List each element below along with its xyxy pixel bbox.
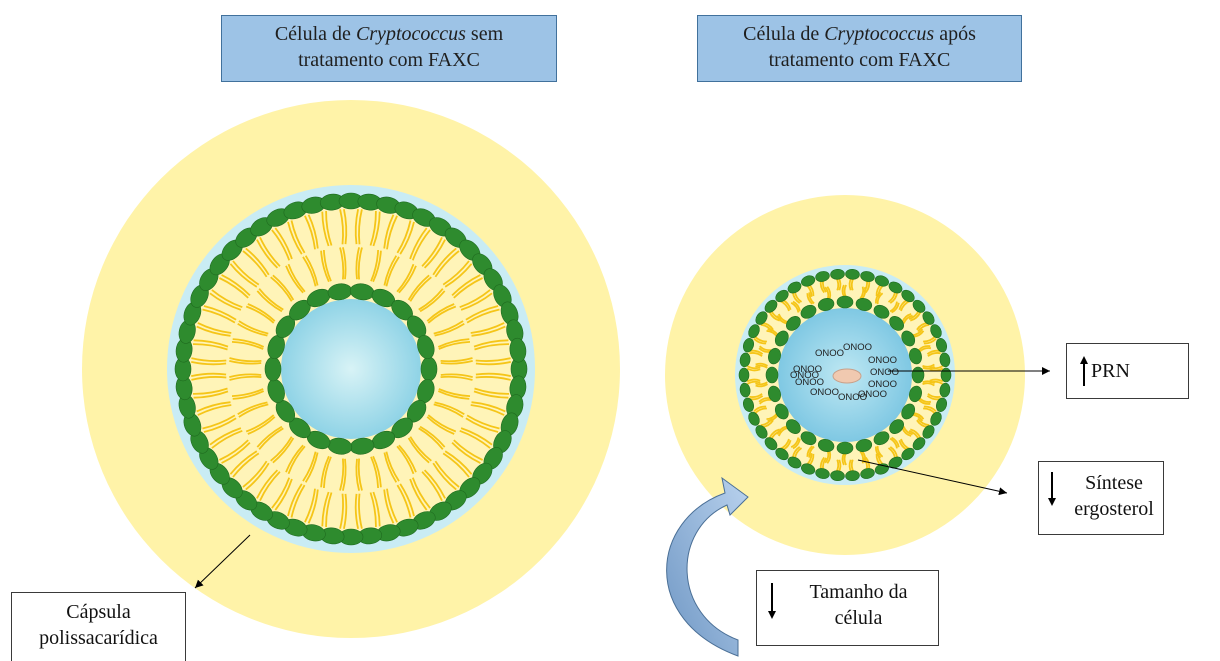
left-nucleus xyxy=(281,299,421,439)
curved-arrow-icon xyxy=(667,478,748,656)
onoo-label: ONOO xyxy=(810,387,839,398)
header-treated-line2: tratamento com FAXC xyxy=(769,49,951,71)
header-treated: Célula de Cryptococcus após tratamento c… xyxy=(697,15,1022,82)
arrow-down-icon xyxy=(767,583,777,619)
cell-size-box: Tamanho da célula xyxy=(756,570,939,646)
ergosterol-line1: Síntese xyxy=(1085,472,1143,494)
onoo-label: ONOO xyxy=(790,370,819,381)
capsule-label-box: Cápsula polissacarídica xyxy=(11,592,186,661)
onoo-label: ONOO xyxy=(870,367,899,378)
membrane-head xyxy=(837,296,853,308)
ergosterol-line2: ergosterol xyxy=(1074,498,1154,520)
arrow-up-icon xyxy=(1079,356,1089,386)
header-untreated-italic: Cryptococcus xyxy=(356,23,466,45)
capsule-label-line2: polissacarídica xyxy=(39,627,158,649)
capsule-label-line1: Cápsula xyxy=(66,601,130,623)
header-untreated-suffix: sem xyxy=(466,23,503,45)
organelle xyxy=(833,369,861,383)
membrane-head xyxy=(766,367,778,383)
prn-label: PRN xyxy=(1091,360,1130,382)
header-treated-suffix: após xyxy=(934,23,976,45)
membrane-head xyxy=(739,368,749,382)
ergosterol-box: Síntese ergosterol xyxy=(1038,461,1164,535)
onoo-label: ONOO xyxy=(815,348,844,359)
header-treated-italic: Cryptococcus xyxy=(824,23,934,45)
onoo-label: ONOO xyxy=(868,355,897,366)
membrane-head xyxy=(265,357,281,381)
prn-box: PRN xyxy=(1066,343,1189,399)
onoo-label: ONOO xyxy=(858,389,887,400)
membrane-head xyxy=(837,442,853,454)
membrane-head xyxy=(912,367,924,383)
membrane-head xyxy=(421,357,437,381)
cell-size-line1: Tamanho da xyxy=(809,581,907,603)
cell-size-line2: célula xyxy=(835,607,883,629)
header-treated-prefix: Célula de xyxy=(743,23,824,45)
arrow-down-icon xyxy=(1047,472,1057,506)
header-untreated: Célula de Cryptococcus sem tratamento co… xyxy=(221,15,557,82)
untreated-cell xyxy=(82,100,620,638)
membrane-head xyxy=(941,368,951,382)
header-untreated-line2: tratamento com FAXC xyxy=(298,49,480,71)
header-untreated-prefix: Célula de xyxy=(275,23,356,45)
onoo-label: ONOO xyxy=(843,342,872,353)
